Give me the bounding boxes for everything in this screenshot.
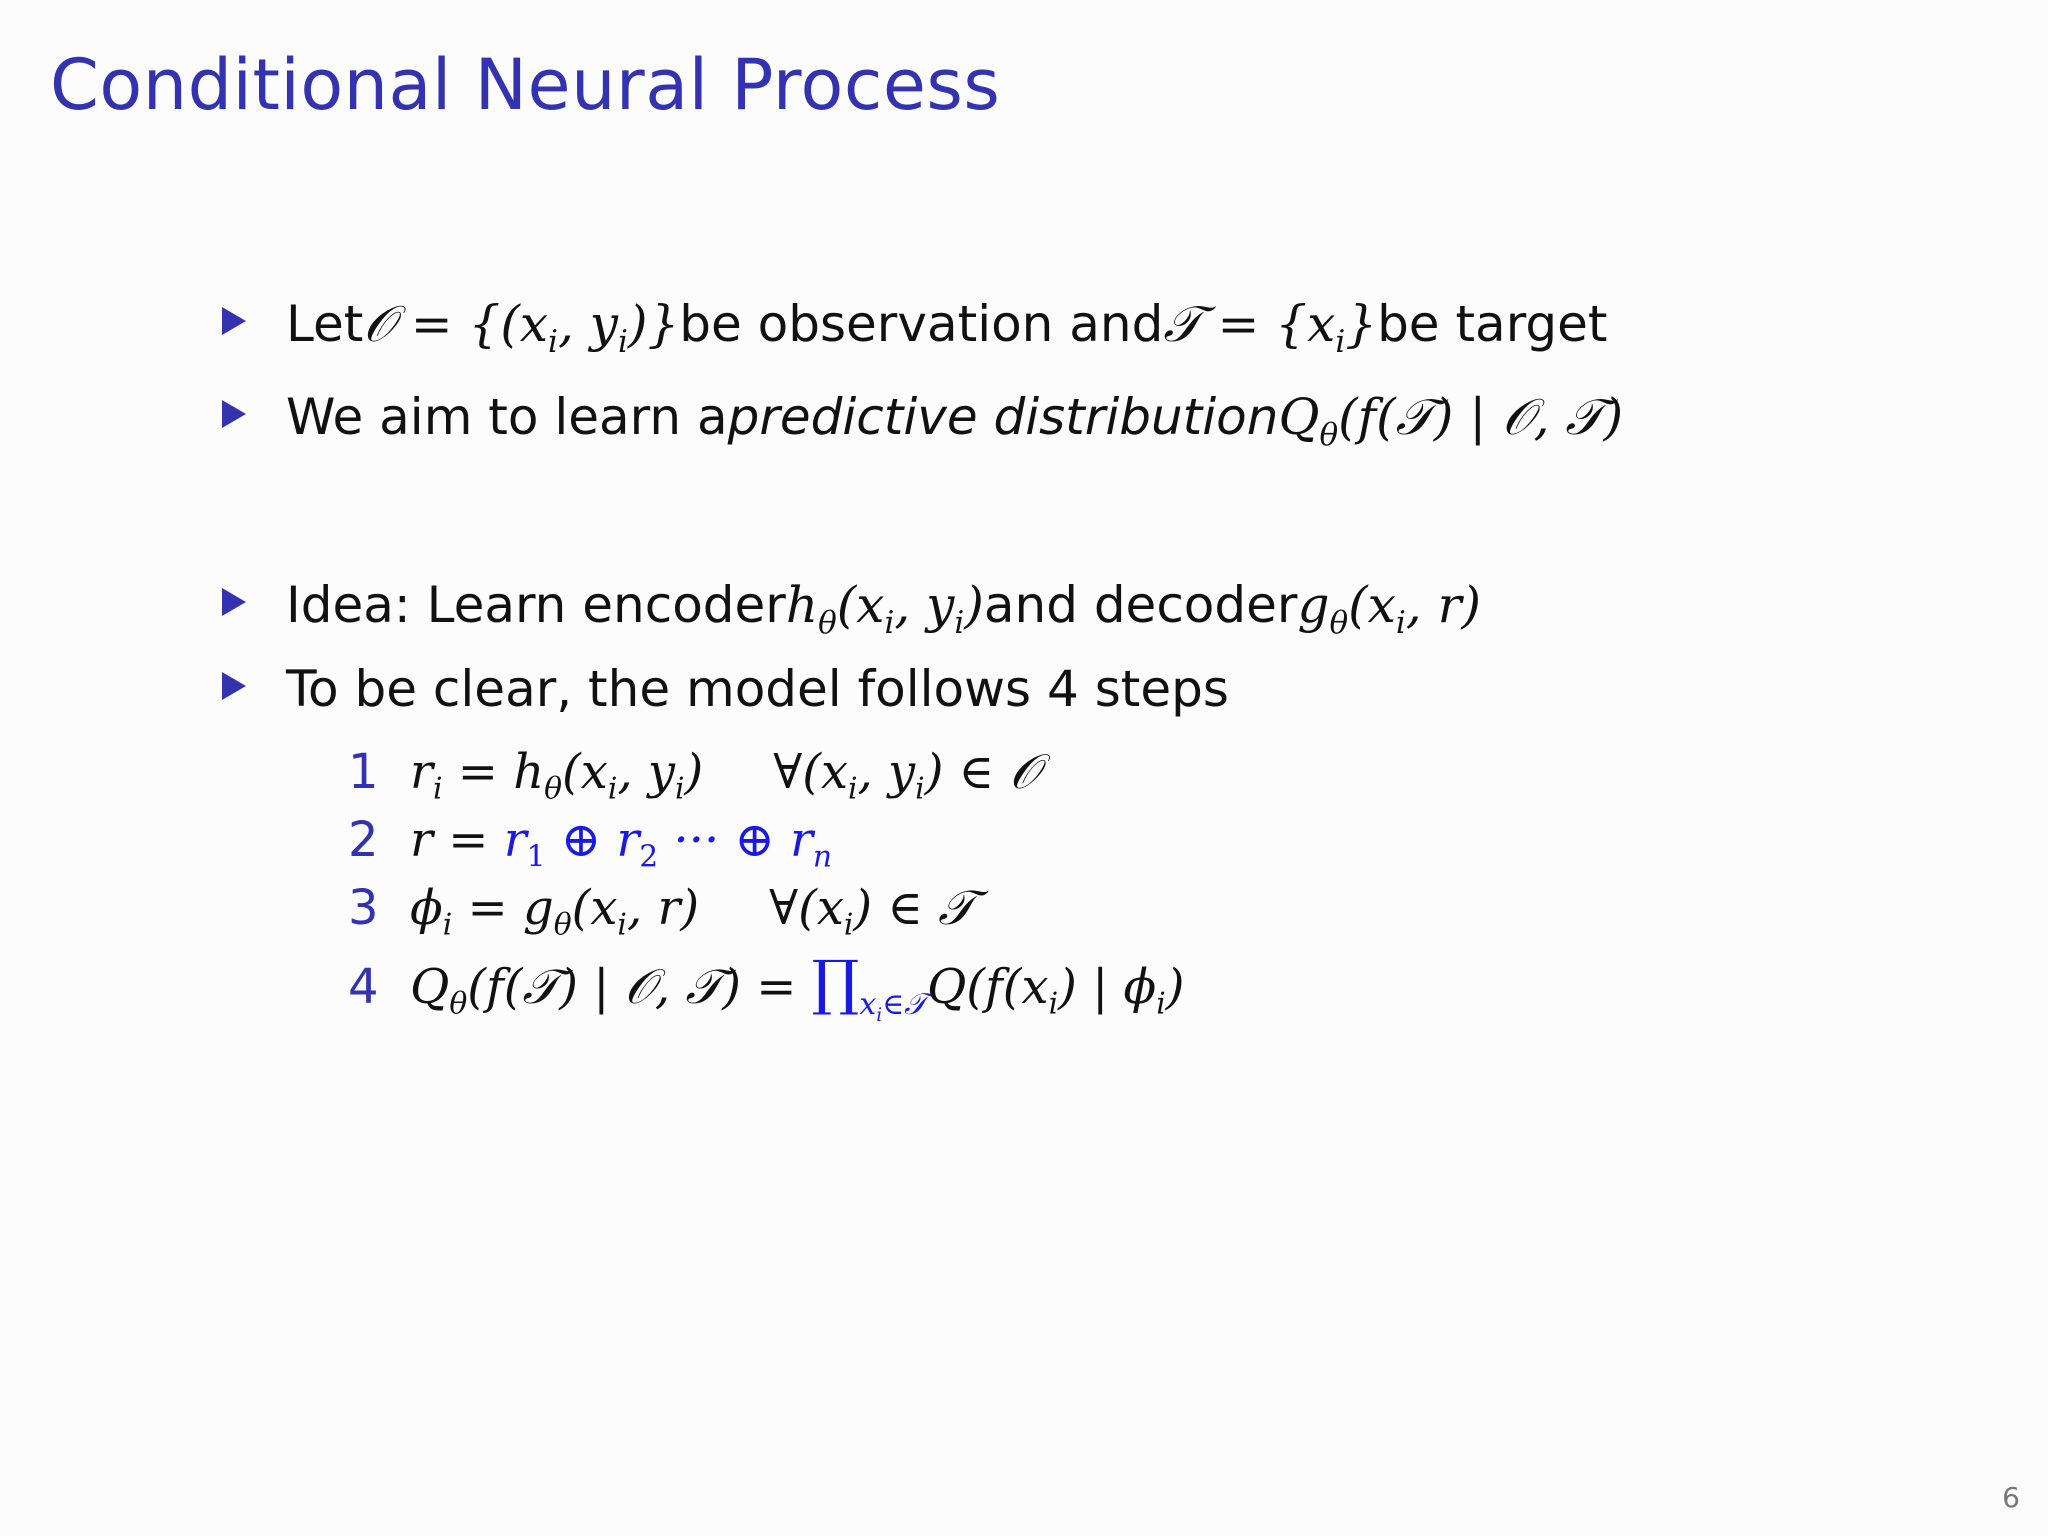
bullet-marker xyxy=(222,672,246,700)
math-step-quantifier: ∀(xi) ∈ 𝒯 xyxy=(769,880,975,943)
step-4: 4 Qθ(f(𝒯) | 𝒪, 𝒯) = ∏xi∈𝒯Q(f(xi) | ϕi) xyxy=(348,948,1185,1026)
math-decoder: gθ(xi, r) xyxy=(1297,576,1481,641)
bullet-text: Idea: Learn encoder xyxy=(286,576,786,634)
math-step-encode: ri = hθ(xi, yi) xyxy=(410,744,704,807)
math-step-likelihood: Qθ(f(𝒯) | 𝒪, 𝒯) = ∏xi∈𝒯Q(f(xi) | ϕi) xyxy=(410,948,1185,1026)
bullet-text: be observation and xyxy=(679,295,1164,353)
bullet-text: and decoder xyxy=(983,576,1298,634)
math-step-decode: ϕi = gθ(xi, r) xyxy=(410,880,700,943)
step-number: 4 xyxy=(348,959,379,1015)
math-step-aggregate: r = r1 ⊕ r2 ··· ⊕ rn xyxy=(410,812,833,875)
step-2: 2 r = r1 ⊕ r2 ··· ⊕ rn xyxy=(348,812,833,875)
bullet-marker xyxy=(222,588,246,616)
bullet-marker xyxy=(222,307,246,335)
bullet-text: be target xyxy=(1377,295,1608,353)
bullet-predictive-distribution: We aim to learn a predictive distributio… xyxy=(222,388,1624,453)
math-target-set: 𝒯 = {xi} xyxy=(1163,295,1378,360)
math-step-quantifier: ∀(xi, yi) ∈ 𝒪 xyxy=(773,744,1040,807)
bullet-text: We aim to learn a xyxy=(286,388,728,446)
emphasis-text: predictive distribution xyxy=(727,388,1279,446)
step-number: 1 xyxy=(348,744,379,800)
step-3: 3 ϕi = gθ(xi, r) ∀(xi) ∈ 𝒯 xyxy=(348,880,975,943)
step-number: 2 xyxy=(348,812,379,868)
bullet-text: To be clear, the model follows 4 steps xyxy=(286,660,1229,718)
step-1: 1 ri = hθ(xi, yi) ∀(xi, yi) ∈ 𝒪 xyxy=(348,744,1040,807)
math-observation-set: 𝒪 = {(xi, yi)} xyxy=(363,295,680,360)
math-encoder: hθ(xi, yi) xyxy=(785,576,984,641)
bullet-observation-target: Let 𝒪 = {(xi, yi)} be observation and 𝒯 … xyxy=(222,295,1608,360)
slide-title: Conditional Neural Process xyxy=(50,44,1001,126)
bullet-marker xyxy=(222,400,246,428)
bullet-four-steps: To be clear, the model follows 4 steps xyxy=(222,660,1229,718)
math-predictive-distribution: Qθ(f(𝒯) | 𝒪, 𝒯) xyxy=(1278,388,1624,453)
page-number: 6 xyxy=(2002,1481,2020,1514)
bullet-idea: Idea: Learn encoder hθ(xi, yi) and decod… xyxy=(222,576,1481,641)
step-number: 3 xyxy=(348,880,379,936)
bullet-text: Let xyxy=(286,295,364,353)
